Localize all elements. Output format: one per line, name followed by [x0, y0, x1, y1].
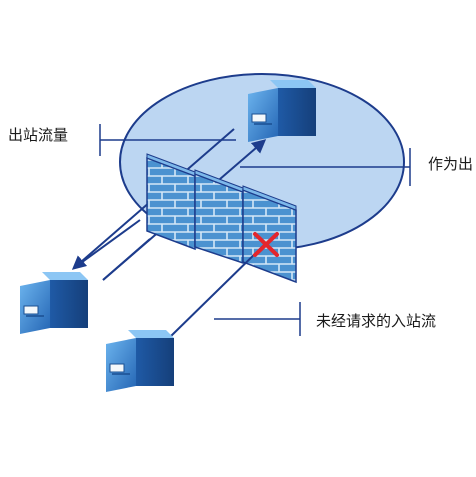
outbound-traffic-label: 出站流量 — [8, 126, 69, 144]
server-icon — [106, 330, 174, 392]
exception-callout — [240, 148, 411, 186]
server-icon — [248, 80, 316, 142]
firewall-icon — [146, 153, 297, 284]
callout-lines — [99, 124, 411, 336]
outbound-callout — [99, 124, 236, 156]
server-icon — [20, 272, 88, 334]
blocked-x-icon — [253, 232, 279, 257]
inbound-callout — [214, 302, 301, 336]
inbound-arrow — [169, 244, 265, 338]
exception-label: 作为出 — [428, 155, 474, 173]
arrow-front-segments — [73, 219, 265, 338]
unsolicited-inbound-label: 未经请求的入站流 — [316, 312, 437, 330]
